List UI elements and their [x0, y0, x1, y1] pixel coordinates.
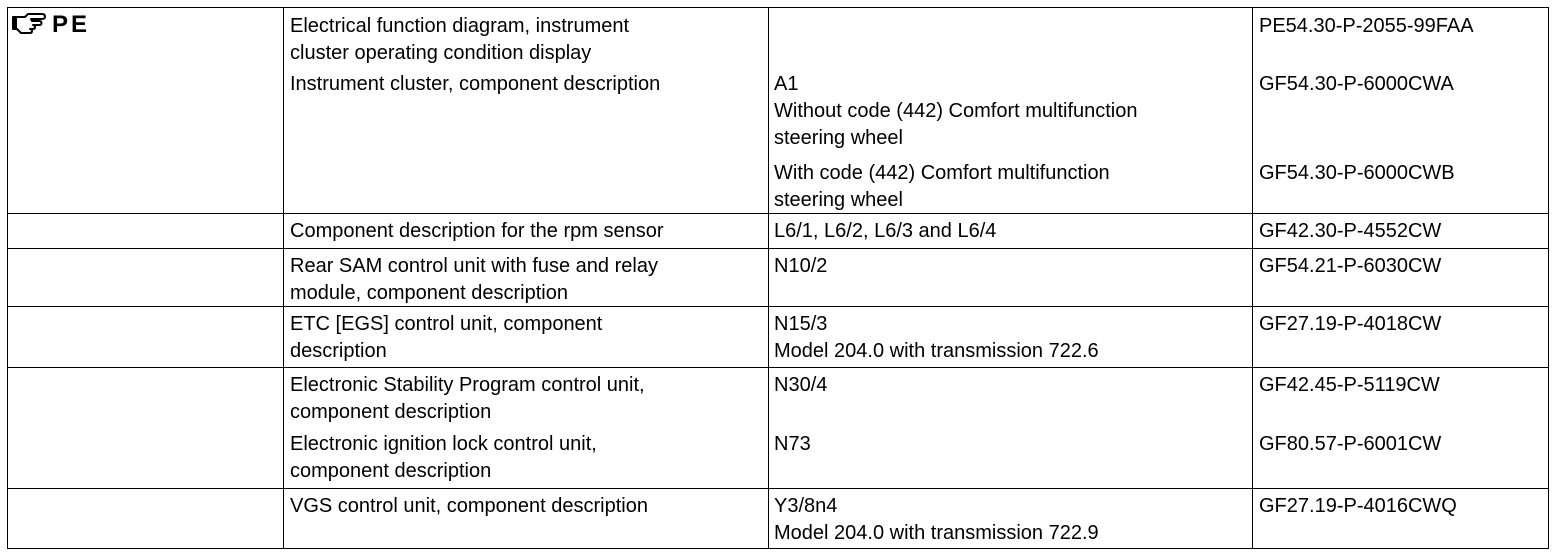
table-row: PE Electrical function diagram, instrume… — [8, 8, 1548, 213]
description-cell: Electronic Stability Program control uni… — [290, 374, 645, 423]
reference-table: PE Electrical function diagram, instrume… — [7, 7, 1549, 549]
description-cell: VGS control unit, component description — [290, 495, 648, 517]
column-divider — [1252, 8, 1253, 548]
description-cell: Rear SAM control unit with fuse and rela… — [290, 255, 658, 304]
table-row: ETC [EGS] control unit, component descri… — [8, 306, 1548, 367]
description-cell: Instrument cluster, component descriptio… — [290, 73, 661, 95]
component-cell: L6/1, L6/2, L6/3 and L6/4 — [774, 220, 997, 242]
table-row: Electronic Stability Program control uni… — [8, 367, 1548, 488]
table-row: Component description for the rpm sensor… — [8, 213, 1548, 248]
description-cell: ETC [EGS] control unit, component descri… — [290, 313, 603, 362]
component-cell: N15/3 Model 204.0 with transmission 722.… — [774, 313, 1099, 362]
component-cell: N30/4 — [774, 374, 828, 396]
description-cell: Electronic ignition lock control unit, c… — [290, 433, 597, 482]
component-cell: A1 Without code (442) Comfort multifunct… — [774, 73, 1138, 149]
component-cell: N10/2 — [774, 255, 828, 277]
pe-label: PE — [52, 11, 91, 38]
document-id-cell: PE54.30-P-2055-99FAA — [1259, 15, 1474, 37]
table-row: VGS control unit, component description … — [8, 488, 1548, 548]
document-id-cell: GF42.45-P-5119CW — [1259, 374, 1440, 396]
pointing-hand-icon — [12, 12, 46, 39]
document-id-cell: GF27.19-P-4016CWQ — [1259, 495, 1457, 517]
document-id-cell: GF80.57-P-6001CW — [1259, 433, 1442, 455]
document-id-cell: GF54.21-P-6030CW — [1259, 255, 1442, 277]
document-id-cell: GF27.19-P-4018CW — [1259, 313, 1442, 335]
description-cell: Component description for the rpm sensor — [290, 220, 664, 242]
component-cell: Y3/8n4 Model 204.0 with transmission 722… — [774, 495, 1099, 544]
column-divider — [283, 8, 284, 548]
table-row: Rear SAM control unit with fuse and rela… — [8, 248, 1548, 306]
component-cell: N73 — [774, 433, 811, 455]
document-id-cell: GF54.30-P-6000CWA — [1259, 73, 1454, 95]
document-id-cell: GF54.30-P-6000CWB — [1259, 162, 1455, 184]
column-divider — [768, 8, 769, 548]
component-cell: With code (442) Comfort multifunction st… — [774, 162, 1110, 211]
pe-marker: PE — [12, 11, 90, 39]
description-cell: Electrical function diagram, instrument … — [290, 15, 630, 64]
document-id-cell: GF42.30-P-4552CW — [1259, 220, 1442, 242]
